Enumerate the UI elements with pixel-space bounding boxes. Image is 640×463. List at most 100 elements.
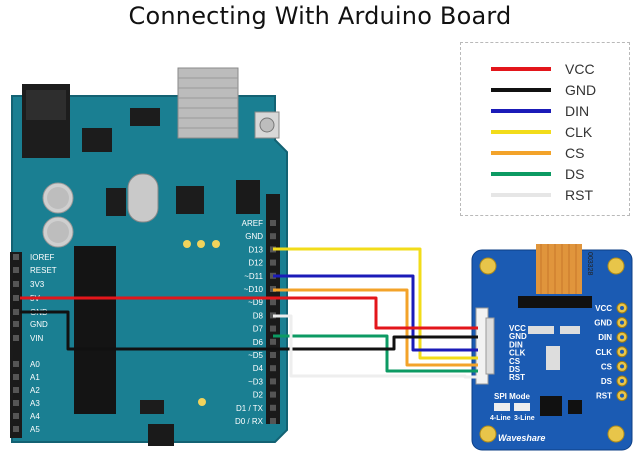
legend-label-ds: DS <box>565 166 584 182</box>
wires <box>20 247 478 379</box>
connector-pin-label: VCC <box>509 324 526 333</box>
wire-din <box>273 274 478 352</box>
legend-label-vcc: VCC <box>565 61 595 77</box>
arduino-pcb <box>11 95 288 443</box>
arduino-pin-label: ~D11 <box>244 272 263 281</box>
arduino-pin <box>270 378 276 385</box>
side-pin-label: VCC <box>595 304 612 313</box>
arduino-pin <box>270 418 276 424</box>
wire-rst <box>273 314 478 379</box>
connector-pin-label: CLK <box>509 349 526 358</box>
arduino-pin <box>13 387 19 393</box>
arduino-pin-label: A4 <box>30 412 40 421</box>
arduino-pin <box>13 295 19 301</box>
arduino-pin <box>13 321 19 327</box>
legend-label-din: DIN <box>565 103 589 119</box>
arduino-pin <box>13 254 19 260</box>
arduino-pin <box>13 281 19 287</box>
power-jack <box>22 84 70 158</box>
arduino-pin <box>13 335 19 341</box>
arduino-pin <box>270 220 276 226</box>
arduino-pin-label: GND <box>30 320 48 329</box>
side-pin-label: DS <box>601 377 613 386</box>
arduino-pin-label: A5 <box>30 425 40 434</box>
arduino-pin <box>270 325 276 332</box>
legend-swatches: VCC GND DIN CLK CS DS RST <box>491 61 596 203</box>
side-pin-label: CS <box>601 362 613 371</box>
legend-label-gnd: GND <box>565 82 596 98</box>
arduino-pin-label: A2 <box>30 386 40 395</box>
arduino-pin-label: RESET <box>30 266 57 275</box>
legend-label-clk: CLK <box>565 124 593 140</box>
connector-pin-label: CS <box>509 357 521 366</box>
wire-vcc <box>20 296 478 330</box>
arduino-board: AREFGNDD13D12~D11~D10~D9D8D7D6~D5D4~D3D2… <box>10 67 288 446</box>
legend-label-rst: RST <box>565 187 593 203</box>
arduino-pin <box>270 286 276 292</box>
arduino-pin <box>270 365 276 372</box>
arduino-pin <box>270 352 276 358</box>
arduino-pin <box>13 374 19 380</box>
arduino-pin-label: ~D5 <box>248 351 263 360</box>
module-pcb <box>471 249 633 451</box>
arduino-pin-label: D4 <box>253 364 264 373</box>
module-connector <box>475 307 489 385</box>
reset-button <box>259 117 275 133</box>
arduino-pin-label: D13 <box>248 245 263 254</box>
arduino-pin <box>270 246 276 253</box>
side-pin-label: CLK <box>596 348 613 357</box>
arduino-pin-label: 3V3 <box>30 280 45 289</box>
arduino-pin <box>270 259 276 266</box>
side-pin-label: DIN <box>598 333 612 342</box>
arduino-pin <box>13 426 19 432</box>
arduino-pin-label: A1 <box>30 373 40 382</box>
arduino-pin-label: AREF <box>242 219 263 228</box>
arduino-pin <box>13 361 19 367</box>
arduino-pin <box>270 299 276 306</box>
arduino-pin-label: D2 <box>253 391 264 400</box>
arduino-pin-label: 5V <box>30 294 40 303</box>
usb-chip <box>176 186 204 214</box>
legend-label-cs: CS <box>565 145 584 161</box>
page-title: Connecting With Arduino Board <box>128 2 512 30</box>
arduino-pin-label: D7 <box>253 325 264 334</box>
four-line-label: 4-Line <box>490 415 511 422</box>
arduino-pin-label: IOREF <box>30 253 55 262</box>
arduino-pin <box>270 312 276 319</box>
side-pin-pad <box>616 317 628 329</box>
wire-ds <box>273 334 478 373</box>
arduino-pin-label: D12 <box>248 259 263 268</box>
side-pin-pad <box>616 346 628 358</box>
side-pin-pad <box>616 390 628 402</box>
flex-cable <box>536 244 582 294</box>
connector-pin-label: DIN <box>509 340 523 349</box>
three-line-label: 3-Line <box>514 415 535 422</box>
side-pin-pad <box>616 302 628 314</box>
arduino-pin <box>13 309 19 315</box>
arduino-pin <box>270 272 276 279</box>
wire-legend: VCC GND DIN CLK CS DS RST <box>460 42 630 216</box>
arduino-pin <box>270 391 276 398</box>
arduino-pin-label: ~D3 <box>248 377 263 386</box>
arduino-pin <box>270 233 276 240</box>
arduino-pin <box>270 338 276 345</box>
connector-pin-label: DS <box>509 365 521 374</box>
arduino-pin-label: ~D10 <box>244 285 264 294</box>
digital-pin-header <box>266 194 280 424</box>
connector-pin-label: RST <box>509 373 525 382</box>
arduino-pin-label: A0 <box>30 360 40 369</box>
side-pin-label: GND <box>594 319 612 328</box>
power-analog-header <box>10 252 22 438</box>
brand-label: Waveshare <box>498 433 545 443</box>
side-pin-label: RST <box>596 392 612 401</box>
arduino-pin-label: A3 <box>30 399 40 408</box>
arduino-pin-label: D1 / TX <box>236 404 264 413</box>
side-pin-pad <box>616 360 628 372</box>
connector-pin-label: GND <box>509 332 527 341</box>
arduino-pin <box>13 413 19 419</box>
arduino-pin-label: D0 / RX <box>235 417 264 426</box>
wire-gnd <box>20 310 478 351</box>
side-pin-pad <box>616 375 628 387</box>
arduino-pin <box>13 267 19 273</box>
